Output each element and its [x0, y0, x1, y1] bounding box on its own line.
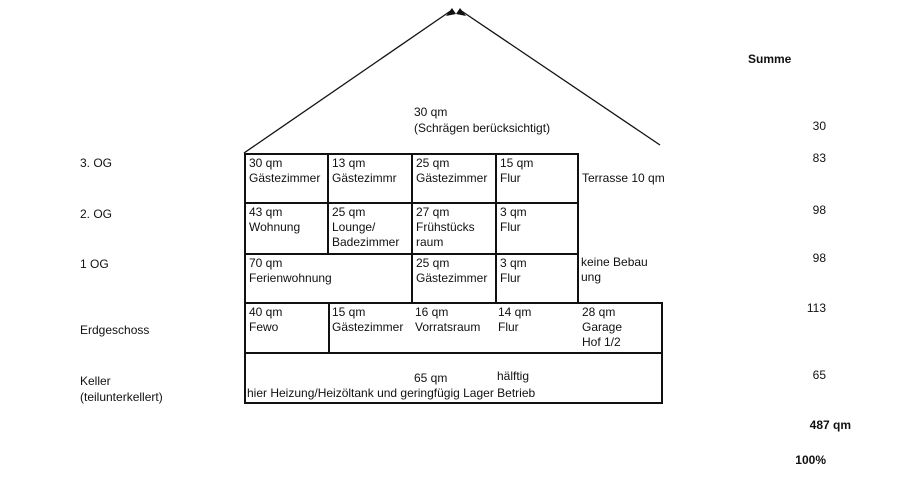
roof-line-right	[459, 9, 661, 146]
floor-label: Keller	[80, 374, 111, 388]
basement-box	[244, 352, 663, 404]
basement-half: hälftig	[497, 369, 530, 383]
floor-sum: 113	[806, 301, 826, 315]
floor-sum: 98	[812, 251, 826, 265]
arrowhead-icon	[456, 8, 466, 16]
floor-label: 1 OG	[80, 257, 109, 271]
total-percent: 100%	[795, 453, 826, 467]
basement-note: hier Heizung/Heizöltank und geringfügig …	[247, 386, 536, 400]
total-area: 487 qm	[809, 418, 851, 432]
floor-label: 3. OG	[80, 156, 113, 170]
floor-sum: 98	[812, 203, 826, 217]
floor-label: Erdgeschoss	[80, 323, 150, 337]
roof-sum: 30	[812, 119, 826, 133]
floor-label: 2. OG	[80, 207, 113, 221]
floor-label-note: (teilunterkellert)	[80, 390, 163, 404]
basement-area: 65 qm	[414, 371, 448, 385]
floor-sum: 83	[812, 151, 826, 165]
floor-sum: 65	[812, 368, 826, 382]
sum-header: Summe	[748, 52, 792, 66]
terrace-note: Terrasse 10 qm	[582, 171, 665, 185]
roof-note: (Schrägen berücksichtigt)	[414, 121, 551, 135]
arrowhead-icon	[446, 8, 456, 16]
roof-line-left	[243, 9, 453, 154]
roof-area: 30 qm	[414, 105, 448, 119]
